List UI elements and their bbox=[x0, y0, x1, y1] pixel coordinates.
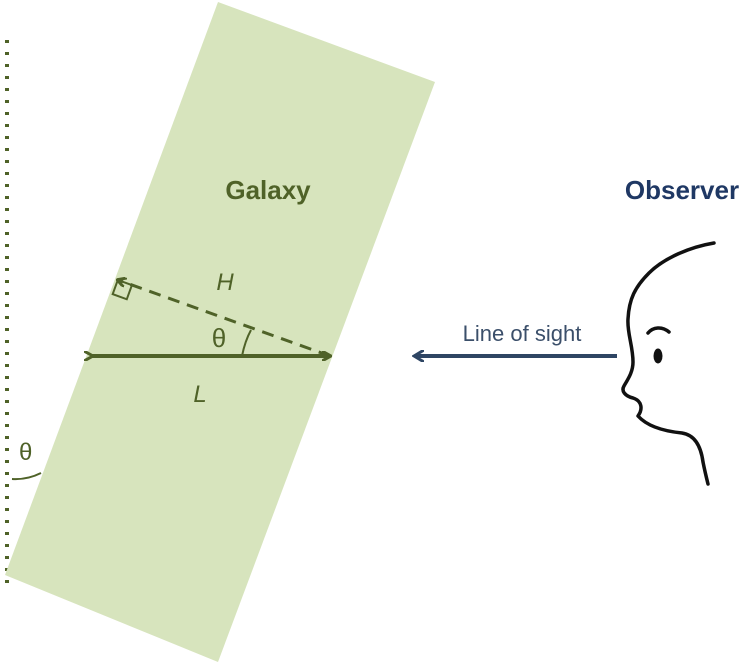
height-arrow bbox=[118, 280, 331, 358]
line-of-sight-label: Line of sight bbox=[463, 321, 582, 346]
height-label: H bbox=[216, 269, 234, 296]
eye bbox=[653, 348, 663, 364]
observer-face-sketch bbox=[621, 241, 716, 486]
theta-outer-label: θ bbox=[19, 439, 32, 466]
inner-theta-arc bbox=[241, 329, 252, 357]
face-profile-outline bbox=[621, 241, 716, 486]
outer-theta-arc bbox=[11, 472, 42, 481]
galaxy-slab bbox=[5, 2, 435, 662]
theta-inner-label: θ bbox=[212, 323, 226, 353]
observer-label: Observer bbox=[625, 175, 739, 205]
length-label: L bbox=[193, 381, 206, 408]
galaxy-label: Galaxy bbox=[225, 175, 311, 205]
right-angle-marker bbox=[111, 278, 134, 301]
eyebrow bbox=[646, 326, 671, 335]
